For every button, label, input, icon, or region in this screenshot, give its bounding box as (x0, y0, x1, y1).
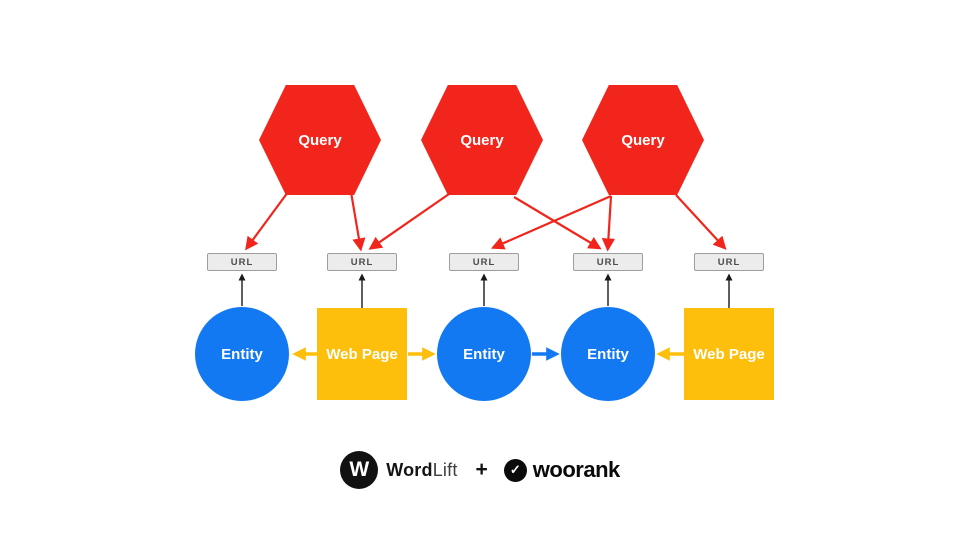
url-label: URL (350, 256, 374, 268)
query-label: Query (460, 131, 504, 149)
entity-circle-3: Entity (561, 307, 655, 401)
webpage-label: Web Page (326, 345, 398, 363)
url-label: URL (472, 256, 496, 268)
arrow-query3-url5 (675, 194, 727, 250)
url-box-2: URL (327, 253, 397, 271)
wordlift-w-icon: W (340, 451, 379, 489)
query-hexagon-3: Query (582, 85, 704, 195)
arrow-query2-url2 (368, 193, 450, 250)
wordlift-wordmark: WordLift (386, 460, 457, 481)
woorank-check-glyph: ✓ (509, 462, 521, 477)
url-box-5: URL (694, 253, 764, 271)
entity-label: Entity (587, 345, 629, 363)
plus-sign: + (475, 458, 488, 481)
entity-label: Entity (221, 345, 263, 363)
wordlift-w-letter: W (349, 458, 370, 481)
woorank-check-icon: ✓ (503, 458, 527, 482)
query-hexagon-1: Query (259, 85, 381, 195)
url-label: URL (596, 256, 620, 268)
webpage-square-1: Web Page (317, 308, 407, 400)
arrow-query1-url1 (245, 191, 289, 251)
query-label: Query (298, 131, 342, 149)
webpage-square-2: Web Page (684, 308, 774, 400)
woorank-wordmark: woorank (532, 457, 620, 482)
wordlift-logo: W WordLift (340, 451, 457, 489)
woorank-logo: ✓ woorank (503, 457, 620, 483)
webpage-label: Web Page (693, 345, 765, 363)
entity-circle-2: Entity (437, 307, 531, 401)
arrow-query2-url4 (513, 196, 602, 250)
arrow-query3-url3 (490, 194, 612, 250)
wordlift-word-bold: Word (386, 459, 433, 480)
entity-circle-1: Entity (195, 307, 289, 401)
url-label: URL (717, 256, 741, 268)
arrow-query3-url4 (601, 195, 615, 252)
arrow-query1-url2 (349, 191, 366, 252)
wordlift-word-light: Lift (432, 459, 458, 480)
query-hexagon-2: Query (421, 85, 543, 195)
query-label: Query (621, 131, 665, 149)
url-label: URL (230, 256, 254, 268)
partner-logos: W WordLift + ✓ woorank (0, 449, 960, 491)
url-box-1: URL (207, 253, 277, 271)
url-box-4: URL (573, 253, 643, 271)
entity-label: Entity (463, 345, 505, 363)
url-box-3: URL (449, 253, 519, 271)
